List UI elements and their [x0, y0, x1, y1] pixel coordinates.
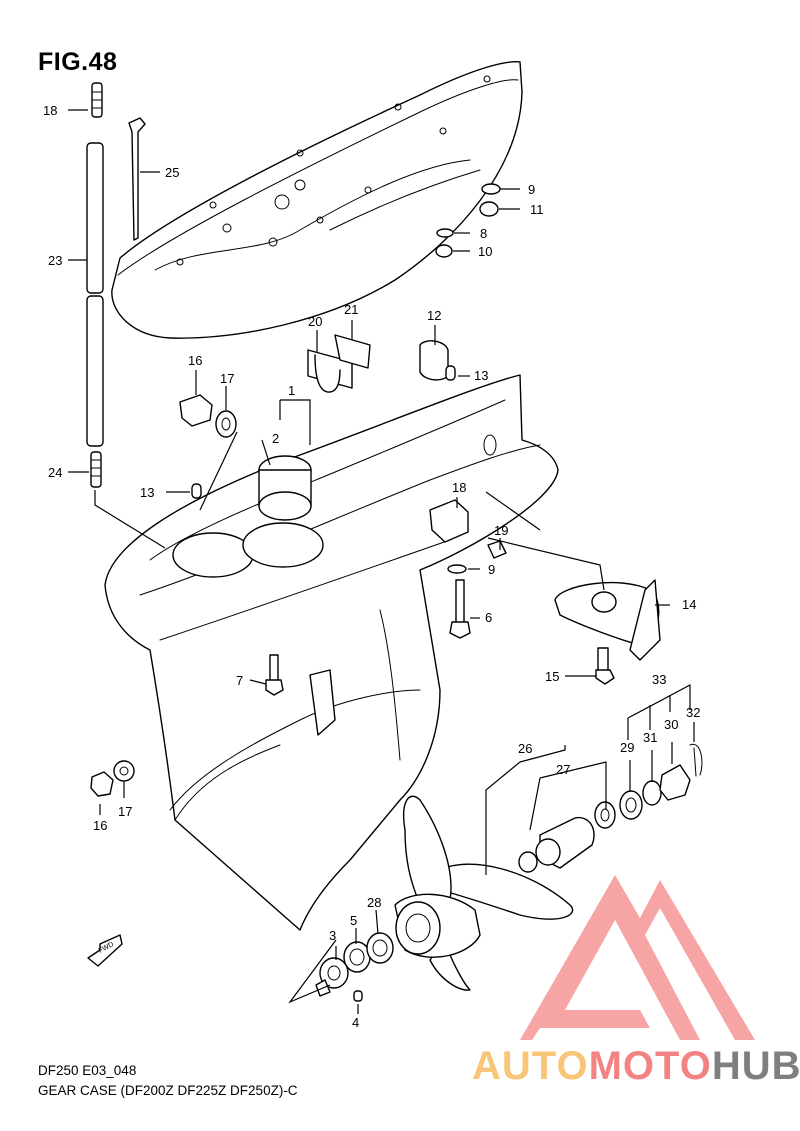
callout-26: 26	[518, 741, 532, 756]
callout-33: 33	[652, 672, 666, 687]
callout-29: 29	[620, 740, 634, 755]
callout-24: 24	[48, 465, 62, 480]
shift-rod-assembly	[86, 82, 146, 488]
callout-21: 21	[344, 302, 358, 317]
fwd-arrow-icon: FWD	[87, 934, 123, 967]
callout-18: 18	[452, 480, 466, 495]
callout-30: 30	[664, 717, 678, 732]
brackets-20-21-12-13	[191, 334, 456, 499]
callout-7: 7	[236, 673, 243, 688]
callout-31: 31	[643, 730, 657, 745]
callout-9-lower: 9	[488, 562, 495, 577]
callout-5: 5	[350, 913, 357, 928]
upper-cover-housing	[111, 61, 523, 339]
callout-14: 14	[682, 597, 696, 612]
thrust-hardware	[315, 932, 394, 1002]
watermark-text: AUTOMOTOHUB	[472, 1044, 800, 1089]
callout-6: 6	[485, 610, 492, 625]
callout-25: 25	[165, 165, 179, 180]
callout-12: 12	[427, 308, 441, 323]
gear-case-body	[104, 374, 559, 931]
callout-22: 18	[43, 103, 57, 118]
callout-11: 11	[530, 202, 544, 217]
callout-3: 3	[329, 928, 336, 943]
anode-and-bolts	[265, 499, 661, 696]
plug-washer-lower	[90, 760, 135, 797]
figure-code: DF250 E03_048	[38, 1063, 137, 1078]
propeller	[394, 795, 574, 991]
callout-8: 8	[480, 226, 487, 241]
figure-title: FIG.48	[38, 48, 118, 76]
prop-hardware	[518, 743, 703, 873]
callout-23: 23	[48, 253, 62, 268]
callout-13-lower: 13	[140, 485, 154, 500]
callout-9: 9	[528, 182, 535, 197]
callout-1: 1	[288, 383, 295, 398]
watermark-logo	[520, 875, 755, 1040]
watermark-part-moto: MOTO	[588, 1044, 712, 1088]
callout-32: 32	[686, 705, 700, 720]
callout-13-upper: 13	[474, 368, 488, 383]
leader-lines	[68, 109, 695, 1014]
callout-19: 19	[494, 523, 508, 538]
callout-17-lower: 17	[118, 804, 132, 819]
callout-17-upper: 17	[220, 371, 234, 386]
callout-4: 4	[352, 1015, 359, 1030]
watermark-part-auto: AUTO	[472, 1044, 589, 1088]
figure-caption: GEAR CASE (DF200Z DF225Z DF250Z)-C	[38, 1083, 298, 1098]
callout-28: 28	[367, 895, 381, 910]
callout-2: 2	[272, 431, 279, 446]
callout-labels: 18 25 23 24 9 11 8 10 12 13 20 21 16 17 …	[43, 103, 700, 1030]
callout-16-upper: 16	[188, 353, 202, 368]
callout-15: 15	[545, 669, 559, 684]
callout-20: 20	[308, 314, 322, 329]
callout-16-lower: 16	[93, 818, 107, 833]
plug-washer-upper	[179, 394, 237, 438]
watermark-part-hub: HUB	[711, 1044, 800, 1088]
callout-10: 10	[478, 244, 492, 259]
callout-27: 27	[556, 762, 570, 777]
